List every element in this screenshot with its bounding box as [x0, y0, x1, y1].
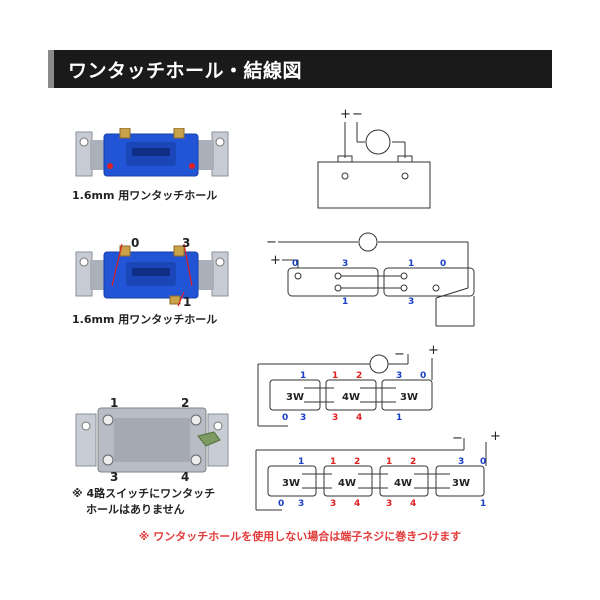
svg-text:4: 4: [354, 499, 360, 509]
note-line-2: ホールはありません: [86, 503, 185, 516]
svg-text:3: 3: [330, 499, 336, 509]
switch-photo-3: [75, 407, 229, 473]
photo3-label-4: 4: [181, 470, 190, 484]
svg-text:1: 1: [332, 371, 338, 381]
d1-lamp-icon: [365, 129, 391, 155]
svg-text:1: 1: [396, 413, 402, 423]
svg-text:1: 1: [298, 457, 304, 467]
svg-text:3W: 3W: [452, 478, 470, 489]
svg-text:4: 4: [356, 413, 362, 423]
svg-text:4W: 4W: [394, 478, 412, 489]
d1-plus: +: [340, 107, 351, 122]
svg-text:2: 2: [356, 371, 362, 381]
page-title: ワンタッチホール・結線図: [68, 60, 303, 82]
svg-text:0: 0: [420, 371, 426, 381]
d1-minus: −: [352, 107, 363, 122]
switch-photo-1: [75, 128, 229, 177]
d4-box-3: 4W 1 2 3 4: [386, 457, 416, 509]
d2-sw1-top: 0: [292, 259, 298, 269]
d3-lamp-icon: [369, 354, 389, 374]
title-bar: ワンタッチホール・結線図: [48, 50, 552, 88]
svg-text:1: 1: [386, 457, 392, 467]
photo3-label-2: 2: [181, 396, 190, 410]
svg-text:2: 2: [354, 457, 360, 467]
d3-box-2: 4W 1 2 3 4: [332, 371, 362, 423]
wiring-diagram-4: − + 3W 1 0 3 4W 1 2 3 4 4W 1 2 3 4 3: [255, 429, 501, 511]
photo2-label-0: 0: [131, 236, 140, 250]
svg-text:4W: 4W: [342, 392, 360, 403]
d3-box-1: 3W 1 0 3: [282, 371, 306, 423]
d3-box-3: 3W 3 0 1: [396, 371, 426, 423]
d2-sw1-right-top: 3: [342, 259, 348, 269]
svg-text:3: 3: [386, 499, 392, 509]
svg-text:1: 1: [480, 499, 486, 509]
d2-minus: −: [266, 235, 277, 250]
d4-plus: +: [490, 429, 501, 444]
d3-plus: +: [428, 343, 439, 358]
d4-box-2: 4W 1 2 3 4: [330, 457, 360, 509]
svg-text:1: 1: [300, 371, 306, 381]
note-line-1: ※ 4路スイッチにワンタッチ: [72, 487, 216, 500]
d4-minus: −: [452, 431, 463, 446]
svg-text:2: 2: [410, 457, 416, 467]
svg-text:0: 0: [278, 499, 284, 509]
svg-text:1: 1: [330, 457, 336, 467]
svg-text:3: 3: [396, 371, 402, 381]
photo3-label-1: 1: [110, 396, 119, 410]
wiring-diagram-1: + −: [317, 107, 431, 209]
svg-text:3: 3: [458, 457, 464, 467]
photo3-note: ※ 4路スイッチにワンタッチ ホールはありません: [72, 486, 215, 518]
svg-text:4: 4: [410, 499, 416, 509]
wiring-diagram-2: − + 0 3 1 1 0 3: [266, 232, 475, 327]
d2-plus: +: [270, 253, 281, 268]
svg-text:0: 0: [480, 457, 486, 467]
photo2-caption: 1.6mm 用ワンタッチホール: [72, 313, 218, 326]
d4-box-1: 3W 1 0 3: [278, 457, 304, 509]
d2-sw2-left-bottom: 3: [408, 297, 414, 307]
svg-text:3: 3: [300, 413, 306, 423]
d4-box-4: 3W 3 0 1: [452, 457, 486, 509]
svg-text:3W: 3W: [282, 478, 300, 489]
d3-minus: −: [394, 347, 405, 362]
photo3-label-3: 3: [110, 470, 119, 484]
svg-text:3W: 3W: [286, 392, 304, 403]
svg-text:0: 0: [282, 413, 288, 423]
svg-text:3W: 3W: [400, 392, 418, 403]
photo2-label-3: 3: [182, 236, 191, 250]
d2-lamp-icon: [358, 232, 378, 252]
svg-text:3: 3: [298, 499, 304, 509]
switch-photo-2: [75, 243, 229, 307]
wiring-diagram-3: − + 3W 1 0 3 4W 1 2 3 4 3W 3 0 1: [257, 343, 439, 427]
svg-text:3: 3: [332, 413, 338, 423]
footer-note: ※ ワンタッチホールを使用しない場合は端子ネジに巻きつけます: [138, 530, 462, 543]
d2-sw2-right-top: 0: [440, 259, 446, 269]
svg-text:4W: 4W: [338, 478, 356, 489]
d2-sw1-right-bottom: 1: [342, 297, 348, 307]
photo1-caption: 1.6mm 用ワンタッチホール: [72, 189, 218, 202]
photo2-label-1: 1: [183, 295, 192, 309]
d2-sw2-left-top: 1: [408, 259, 414, 269]
